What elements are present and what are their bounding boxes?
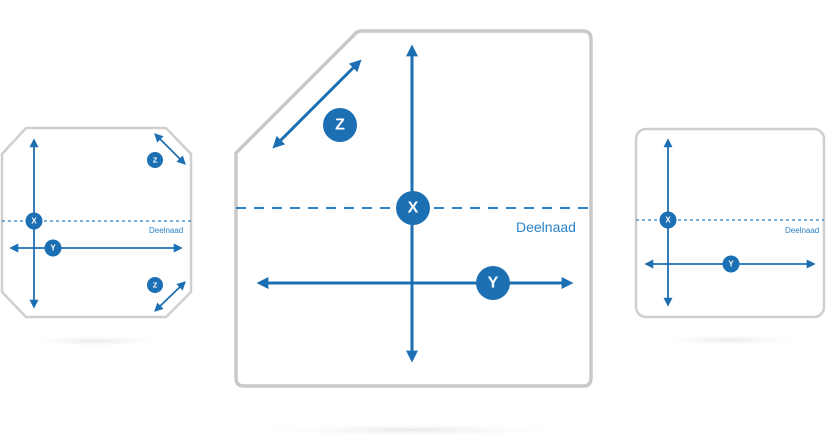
right-y-badge: Y (722, 255, 740, 273)
center-z-badge: Z (323, 108, 357, 142)
left-z-axis-line-top (154, 133, 186, 165)
svg-text:Y: Y (488, 275, 499, 292)
left-z-badge-bottom: Z (147, 277, 163, 293)
center-z-axis-line (272, 59, 362, 149)
center-x-badge: X (396, 191, 430, 225)
left-z-axis-line-bottom (154, 281, 186, 312)
right-panel-shadow (655, 334, 805, 346)
left-panel-shadow (20, 335, 170, 347)
right-panel: Deelnaad X Y (634, 127, 826, 346)
right-seam-label: Deelnaad (785, 226, 819, 235)
svg-text:Z: Z (153, 156, 158, 165)
svg-text:Y: Y (728, 260, 734, 269)
svg-text:Z: Z (153, 281, 158, 290)
center-panel: Deelnaad X Y Z (234, 29, 593, 437)
svg-text:X: X (665, 216, 671, 225)
svg-text:X: X (31, 217, 37, 226)
center-y-badge: Y (476, 266, 510, 300)
left-panel: Deelnaad X Y Z Z (0, 126, 193, 347)
right-panel-outline (634, 127, 826, 319)
svg-text:Y: Y (50, 244, 56, 253)
left-x-badge: X (25, 212, 43, 230)
left-z-badge-top: Z (147, 152, 163, 168)
left-y-badge: Y (44, 239, 62, 257)
center-seam-label: Deelnaad (516, 219, 576, 235)
svg-text:Z: Z (335, 117, 345, 134)
right-x-badge: X (659, 211, 677, 229)
svg-text:X: X (408, 200, 419, 217)
center-panel-shadow (242, 423, 582, 437)
left-seam-label: Deelnaad (149, 226, 183, 235)
